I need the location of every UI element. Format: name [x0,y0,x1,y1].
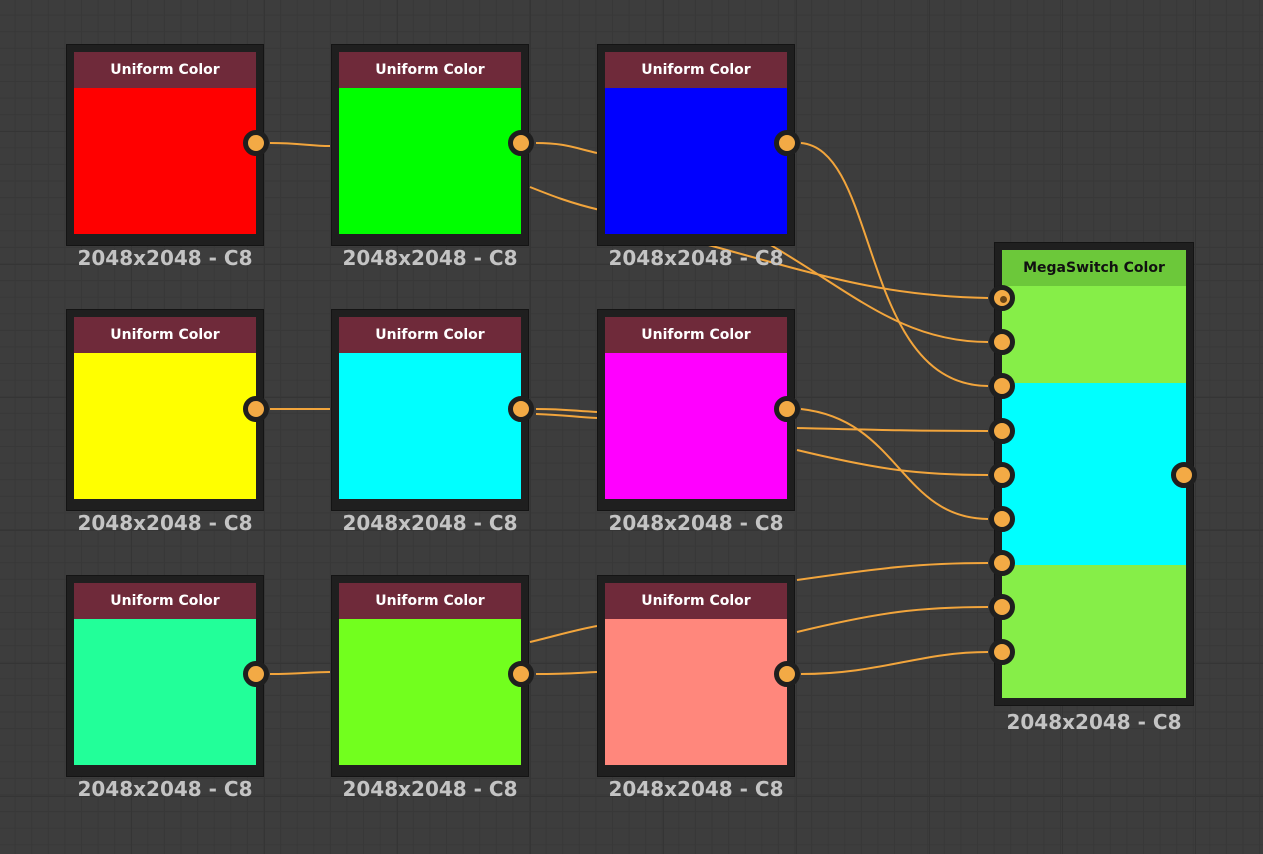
node-size-label: 2048x2048 - C8 [342,511,518,535]
node-title: Uniform Color [339,583,521,619]
node-title: Uniform Color [74,583,256,619]
uniform-color-node-salmon[interactable]: Uniform Color [597,575,795,777]
preview-band-top [1002,286,1186,383]
preview-band-bottom [1002,565,1186,698]
input-port-7[interactable] [989,550,1015,576]
node-size-label: 2048x2048 - C8 [608,511,784,535]
preview-band-middle [1002,383,1186,565]
uniform-color-node-red[interactable]: Uniform Color [66,44,264,246]
color-preview [1002,286,1186,698]
wire [535,142,598,154]
wire [796,562,989,581]
node-title: Uniform Color [339,317,521,353]
node-size-label: 2048x2048 - C8 [1006,710,1182,734]
color-preview [74,88,256,234]
color-preview [339,88,521,234]
node-size-label: 2048x2048 - C8 [77,777,253,801]
megaswitch-color-node[interactable]: MegaSwitch Color [994,242,1194,706]
color-preview [74,353,256,499]
input-port-9[interactable] [989,639,1015,665]
node-title: MegaSwitch Color [1002,250,1186,286]
color-preview [605,88,787,234]
wire [535,671,598,675]
input-port-4[interactable] [989,418,1015,444]
uniform-color-node-yellow[interactable]: Uniform Color [66,309,264,511]
uniform-color-node-green[interactable]: Uniform Color [331,44,529,246]
wire [269,142,331,147]
wire [535,413,598,419]
color-preview [74,619,256,765]
input-port-5[interactable] [989,462,1015,488]
output-port[interactable] [774,130,800,156]
output-port[interactable] [508,396,534,422]
color-preview [605,353,787,499]
node-title: Uniform Color [605,583,787,619]
wire [761,239,989,343]
wire [796,449,989,476]
wire [800,142,989,387]
output-port[interactable] [508,130,534,156]
wire [689,239,989,299]
output-port[interactable] [243,130,269,156]
uniform-color-node-lime[interactable]: Uniform Color [331,575,529,777]
uniform-color-node-magenta[interactable]: Uniform Color [597,309,795,511]
node-title: Uniform Color [339,52,521,88]
input-port-8[interactable] [989,594,1015,620]
node-size-label: 2048x2048 - C8 [608,246,784,270]
node-size-label: 2048x2048 - C8 [608,777,784,801]
node-size-label: 2048x2048 - C8 [342,246,518,270]
output-port[interactable] [1171,462,1197,488]
wire [800,408,989,520]
wire [535,408,598,413]
wire [796,606,989,633]
node-title: Uniform Color [74,52,256,88]
uniform-color-node-blue[interactable]: Uniform Color [597,44,795,246]
node-size-label: 2048x2048 - C8 [77,246,253,270]
color-preview [605,619,787,765]
node-title: Uniform Color [74,317,256,353]
output-port[interactable] [774,661,800,687]
node-size-label: 2048x2048 - C8 [77,511,253,535]
wire [269,671,331,675]
output-port[interactable] [774,396,800,422]
node-size-label: 2048x2048 - C8 [342,777,518,801]
wire [529,186,601,211]
node-title: Uniform Color [605,52,787,88]
node-title: Uniform Color [605,317,787,353]
color-preview [339,353,521,499]
uniform-color-node-spring-green[interactable]: Uniform Color [66,575,264,777]
input-port-3[interactable] [989,373,1015,399]
output-port[interactable] [508,661,534,687]
wire [800,651,989,675]
uniform-color-node-cyan[interactable]: Uniform Color [331,309,529,511]
input-port-2[interactable] [989,329,1015,355]
wire [529,625,598,643]
color-preview [339,619,521,765]
output-port[interactable] [243,661,269,687]
output-port[interactable] [243,396,269,422]
wire [796,427,989,432]
input-port-6[interactable] [989,506,1015,532]
input-port-1[interactable] [989,285,1015,311]
